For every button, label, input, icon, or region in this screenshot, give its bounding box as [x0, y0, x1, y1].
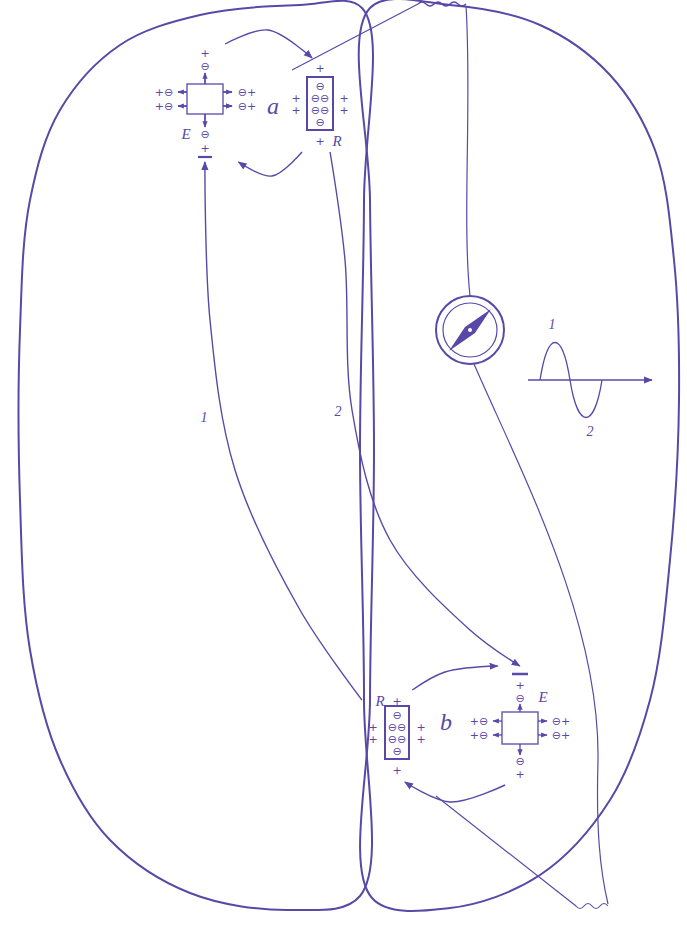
- charge-sign: ⊖+: [552, 715, 570, 728]
- cell-arrow: [538, 720, 547, 721]
- cell-arrow: [178, 105, 187, 106]
- charge-sign: ⊖: [515, 755, 524, 768]
- pathway-number: 2: [333, 403, 344, 421]
- charge-sign: ⊖⊖: [388, 721, 406, 734]
- charge-sign: +⊖: [470, 715, 488, 728]
- cell-arrow: [204, 114, 205, 127]
- cell-arrow: [519, 704, 520, 712]
- electrode-bar: [198, 156, 212, 158]
- needle-pivot: [468, 328, 472, 332]
- cell-letter: R: [375, 693, 384, 710]
- charge-sign: +: [339, 92, 348, 105]
- electrode-wire: [292, 4, 418, 70]
- charge-sign: ⊖⊖: [388, 733, 406, 746]
- region-letter: b: [440, 709, 452, 736]
- cell-arrow: [493, 734, 502, 735]
- hemisphere-outline: [359, 0, 679, 911]
- charge-sign: +: [200, 142, 209, 155]
- charge-sign: ⊖+: [238, 86, 256, 99]
- charge-sign: +: [291, 92, 300, 105]
- charge-sign: +: [200, 47, 209, 60]
- cell-arrow: [204, 73, 205, 84]
- cell-symbols: [178, 73, 547, 759]
- cell-arrow: [519, 744, 520, 755]
- electrode-bar: [512, 673, 528, 676]
- time-axis: [528, 379, 652, 380]
- cell-arrows: [178, 73, 232, 127]
- pathway-number: 1: [199, 409, 210, 427]
- charge-sign: ⊖: [315, 80, 324, 93]
- galvanometer-case: [436, 296, 504, 364]
- charge-sign: +: [416, 721, 425, 734]
- current-loop: [225, 30, 312, 58]
- current-loop: [405, 782, 505, 802]
- wave-plot: [528, 343, 652, 418]
- potential-wave: [540, 343, 602, 418]
- hemisphere-outline: [19, 1, 373, 910]
- current-loop: [412, 666, 497, 690]
- charge-sign: ⊖⊖: [311, 104, 329, 117]
- galvanometer-dial: [443, 303, 497, 357]
- charge-sign: +⊖: [155, 86, 173, 99]
- charge-sign: ⊖: [515, 692, 524, 705]
- nerve-pathway: [330, 152, 520, 666]
- charge-sign: +: [315, 135, 324, 148]
- charge-sign: +: [515, 679, 524, 692]
- galvanometer-wire: [474, 364, 608, 904]
- receptor-cell: [307, 77, 333, 130]
- charge-sign: +: [368, 733, 377, 746]
- charge-sign: +: [392, 695, 401, 708]
- receptor-cell: [385, 706, 409, 759]
- charge-sign: +: [515, 768, 524, 781]
- electrode-wire: [436, 796, 576, 906]
- wire-coil: [576, 904, 608, 909]
- cell-arrow: [493, 720, 502, 721]
- cell-letter: R: [332, 133, 341, 150]
- galvanometer: [436, 296, 504, 364]
- charge-sign: ⊖+: [552, 729, 570, 742]
- charge-sign: ⊖: [392, 709, 401, 722]
- current-loop: [238, 152, 302, 176]
- charge-sign: +⊖: [470, 729, 488, 742]
- cell-arrow: [178, 91, 187, 92]
- charge-sign: +: [339, 104, 348, 117]
- charge-sign: +: [291, 104, 300, 117]
- brain-outline: [19, 0, 680, 911]
- cell-letter: E: [181, 126, 190, 143]
- galvanometer-needle: [449, 309, 491, 351]
- cell-arrow: [223, 105, 232, 106]
- charge-sign: ⊖: [392, 745, 401, 758]
- charge-sign: ⊖+: [238, 100, 256, 113]
- charge-sign: ⊖: [200, 60, 209, 73]
- emitter-cell: [187, 84, 223, 114]
- cell-arrow: [223, 91, 232, 92]
- wires: [292, 2, 608, 909]
- charge-sign: ⊖: [315, 116, 324, 129]
- charge-sign: +⊖: [155, 100, 173, 113]
- wave-phase-number: 1: [549, 317, 556, 333]
- charge-sign: +: [368, 721, 377, 734]
- charge-sign: +: [392, 764, 401, 777]
- wave-phase-number: 2: [587, 424, 594, 440]
- cell-arrow: [538, 734, 547, 735]
- wire-coil: [418, 2, 466, 6]
- galvanometer-wire: [466, 6, 470, 296]
- charge-sign: +: [315, 62, 324, 75]
- charge-sign: +: [416, 733, 425, 746]
- charge-sign: ⊖: [200, 128, 209, 141]
- cell-letter: E: [538, 689, 547, 706]
- region-letter: a: [267, 93, 279, 120]
- nerve-pathway: [205, 162, 362, 700]
- charge-sign: ⊖⊖: [311, 92, 329, 105]
- emitter-cell: [502, 712, 538, 744]
